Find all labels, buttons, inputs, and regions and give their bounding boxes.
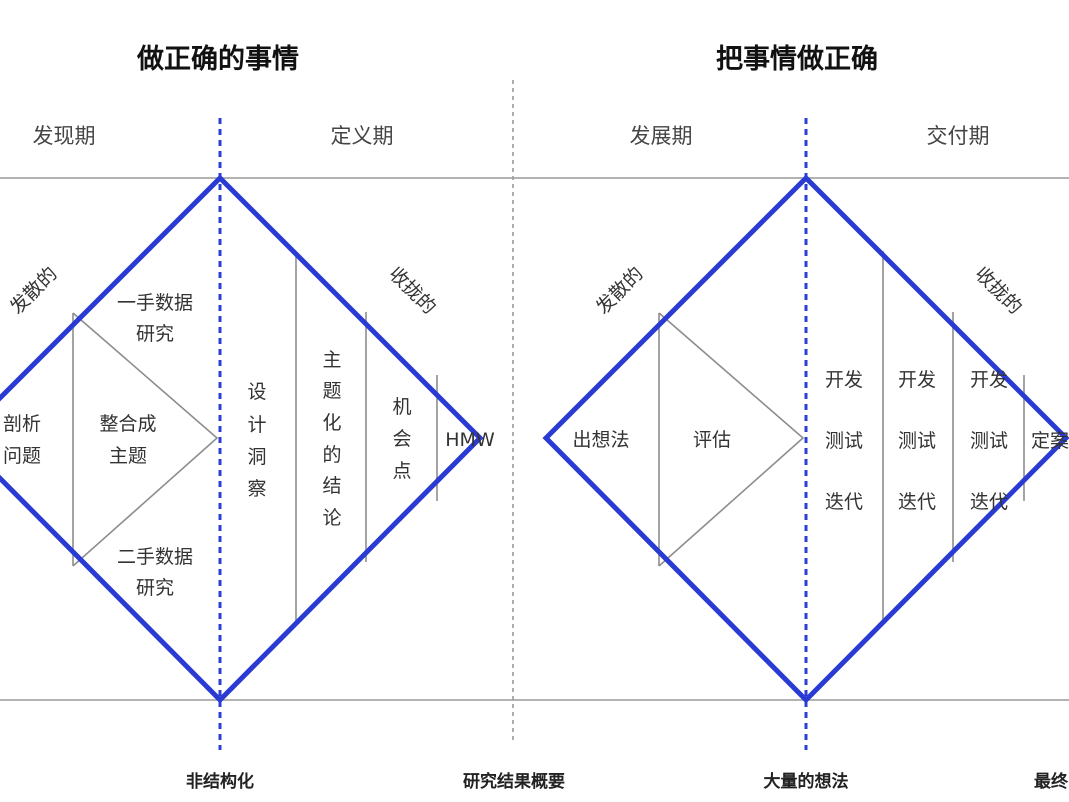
phase-define: 定义期 xyxy=(331,124,394,148)
bottom-label-unstructured: 非结构化 xyxy=(186,771,254,792)
svg-text:计: 计 xyxy=(247,414,266,436)
svg-text:开发: 开发 xyxy=(898,369,936,391)
svg-text:点: 点 xyxy=(392,460,411,482)
svg-text:测试: 测试 xyxy=(825,430,863,452)
title-do-things-right: 把事情做正确 xyxy=(716,43,878,75)
hmw-label: HMW xyxy=(445,429,495,451)
svg-text:化: 化 xyxy=(322,412,341,434)
d2-triangle xyxy=(658,312,805,567)
integrate-themes-line2: 主题 xyxy=(109,445,147,467)
bottom-label-final: 最终 xyxy=(1034,771,1069,792)
final-design-label: 定案 xyxy=(1031,430,1069,452)
svg-text:开发: 开发 xyxy=(970,369,1008,391)
iterate-column-2: 开发 测试 迭代 xyxy=(898,369,936,513)
d2-converge-label: 收拢的 xyxy=(970,263,1026,319)
bottom-label-research-summary: 研究结果概要 xyxy=(463,771,565,792)
secondary-research-line1: 二手数据 xyxy=(117,546,193,568)
svg-text:题: 题 xyxy=(322,380,341,402)
d1-diverge-label: 发散的 xyxy=(6,263,62,319)
diamond-discover-define xyxy=(0,174,484,704)
svg-text:主: 主 xyxy=(322,349,341,371)
bottom-label-many-ideas: 大量的想法 xyxy=(764,771,849,792)
iterate-column-1: 开发 测试 迭代 xyxy=(825,369,863,513)
svg-text:迭代: 迭代 xyxy=(898,491,936,513)
diamond-develop-deliver xyxy=(542,174,1069,704)
svg-text:会: 会 xyxy=(392,428,411,450)
d1-triangle xyxy=(72,312,219,567)
svg-text:结: 结 xyxy=(322,475,341,497)
phase-deliver: 交付期 xyxy=(927,124,990,148)
phase-develop: 发展期 xyxy=(630,124,693,148)
d2-diverge-label: 发散的 xyxy=(592,263,648,319)
title-do-right-things: 做正确的事情 xyxy=(136,43,299,75)
evaluate-label: 评估 xyxy=(693,429,731,451)
svg-text:论: 论 xyxy=(322,507,341,529)
design-insight-label: 设 计 洞 察 xyxy=(247,381,266,500)
iterate-column-3: 开发 测试 迭代 xyxy=(970,369,1008,513)
ideate-label: 出想法 xyxy=(572,429,629,451)
svg-text:察: 察 xyxy=(247,478,266,500)
phase-discover: 发现期 xyxy=(33,124,96,148)
svg-text:的: 的 xyxy=(322,444,341,466)
svg-text:迭代: 迭代 xyxy=(970,491,1008,513)
svg-text:测试: 测试 xyxy=(898,430,936,452)
svg-text:迭代: 迭代 xyxy=(825,491,863,513)
svg-text:开发: 开发 xyxy=(825,369,863,391)
dissect-problem-line1: 剖析 xyxy=(3,413,41,435)
dissect-problem-line2: 问题 xyxy=(3,445,41,467)
svg-text:测试: 测试 xyxy=(970,430,1008,452)
primary-research-line1: 一手数据 xyxy=(117,292,193,314)
opportunity-label: 机 会 点 xyxy=(392,396,411,482)
d1-converge-label: 收拢的 xyxy=(384,263,440,319)
primary-research-line2: 研究 xyxy=(136,323,174,345)
thematic-conclusion-label: 主 题 化 的 结 论 xyxy=(322,349,341,529)
svg-text:机: 机 xyxy=(392,396,411,418)
integrate-themes-line1: 整合成 xyxy=(99,413,156,435)
secondary-research-line2: 研究 xyxy=(136,577,174,599)
svg-text:设: 设 xyxy=(247,381,266,403)
svg-text:洞: 洞 xyxy=(247,446,266,468)
